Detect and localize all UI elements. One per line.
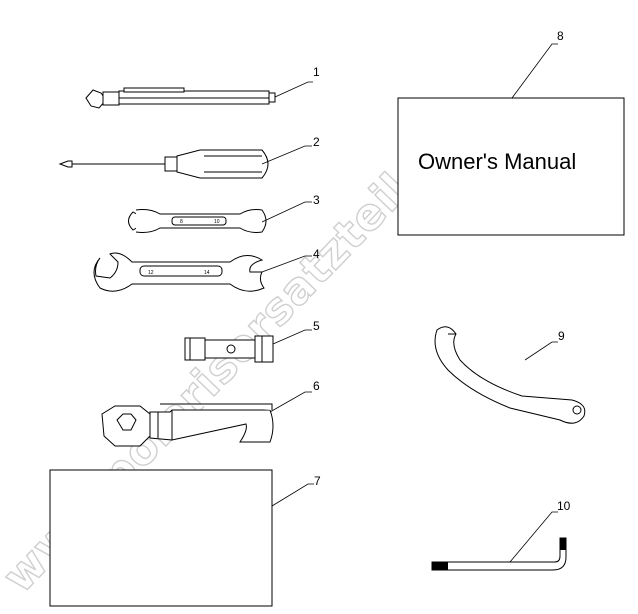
callout-3: 3 [313, 193, 320, 207]
part-2-screwdriver [58, 145, 312, 179]
part-1-tire-gauge [85, 81, 313, 109]
callout-2: 2 [313, 135, 320, 149]
wrench-small-mark-2: 10 [214, 219, 220, 225]
part-3-wrench-small: 8 10 [128, 201, 312, 233]
wrench-small-mark-1: 8 [180, 219, 183, 225]
wrench-large-mark-2: 14 [204, 270, 210, 276]
callout-8: 8 [557, 29, 564, 43]
part-4-wrench-large: 12 14 [93, 252, 312, 292]
part-5-spark-plug-socket [184, 329, 312, 363]
callout-9: 9 [558, 329, 565, 343]
part-8-owners-manual: Owner's Manual [397, 43, 625, 236]
part-10-hex-key [431, 511, 567, 571]
callout-5: 5 [313, 319, 320, 333]
callout-4: 4 [313, 247, 320, 261]
callout-1: 1 [313, 65, 320, 79]
part-7-tool-pouch [49, 469, 314, 607]
part-9-spanner-wrench [434, 326, 586, 424]
owners-manual-label: Owner's Manual [418, 149, 576, 174]
wrench-large-mark-1: 12 [148, 270, 154, 276]
callout-7: 7 [314, 474, 321, 488]
callout-6: 6 [313, 379, 320, 393]
part-6-plug-wrench [101, 391, 312, 447]
callout-10: 10 [557, 499, 571, 513]
